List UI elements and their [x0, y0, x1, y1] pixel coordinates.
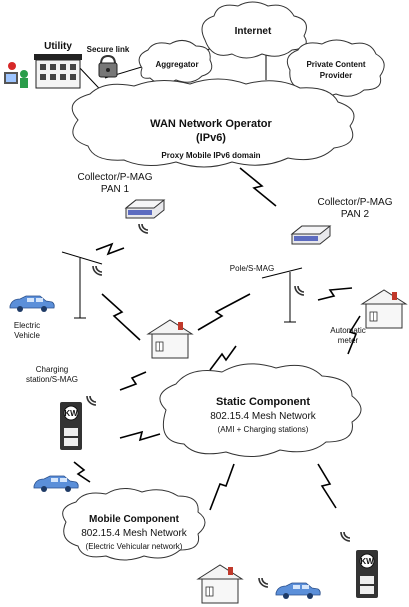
pole-left-waves: [92, 265, 103, 276]
static-label-1: Static Component: [216, 396, 310, 408]
meter-label-2: meter: [338, 336, 359, 345]
charging-label-1: Charging: [36, 365, 68, 374]
wan-label-1: WAN Network Operator: [150, 118, 272, 130]
internet-cloud: Internet: [201, 1, 307, 59]
ev-label-2: Vehicle: [14, 331, 40, 340]
collector-pan2: Collector/P-MAG PAN 2: [291, 197, 393, 245]
house-meter: [361, 289, 407, 329]
secure-link-label: Secure link: [87, 45, 130, 54]
wireless-links: [73, 167, 361, 511]
secure-link-icon: Secure link: [87, 45, 130, 78]
collector1-label-1: Collector/P-MAG: [77, 172, 152, 183]
aggregator-label: Aggregator: [155, 60, 198, 69]
private-content-label-2: Provider: [320, 71, 352, 80]
static-label-2: 802.15.4 Mesh Network: [210, 411, 317, 422]
internet-label: Internet: [235, 26, 272, 37]
collector2-label-2: PAN 2: [341, 209, 370, 220]
pole-left: [61, 251, 103, 319]
kw-label-left: KW: [64, 409, 78, 418]
charging-station-left: Charging station/S-MAG KW: [26, 365, 97, 451]
pole-smag: [261, 267, 303, 323]
wan-label-3: Proxy Mobile IPv6 domain: [161, 151, 260, 160]
static-component-cloud: Static Component 802.15.4 Mesh Network (…: [159, 363, 362, 457]
electric-vehicle: Electric Vehicle: [9, 295, 55, 340]
collector2-label-1: Collector/P-MAG: [317, 197, 392, 208]
utility-label: Utility: [44, 41, 72, 52]
private-content-label-1: Private Content: [306, 60, 365, 69]
car-bottom: [275, 582, 321, 600]
kw-label-right: KW: [360, 557, 374, 566]
aggregator-cloud: Aggregator: [138, 40, 213, 84]
collector1-label-2: PAN 1: [101, 184, 130, 195]
house-bottom-waves: [258, 577, 269, 588]
user-computer-icon: [4, 62, 28, 88]
wan-cloud: WAN Network Operator (IPv6) Proxy Mobile…: [71, 78, 355, 168]
car-left: [33, 475, 79, 493]
mobile-label-1: Mobile Component: [89, 514, 180, 525]
utility-building: Utility: [34, 41, 82, 89]
wan-label-2: (IPv6): [196, 132, 226, 144]
mobile-label-2: 802.15.4 Mesh Network: [81, 528, 188, 539]
static-label-3: (AMI + Charging stations): [218, 425, 309, 434]
pole-smag-waves: [294, 285, 305, 296]
mobile-component-cloud: Mobile Component 802.15.4 Mesh Network (…: [62, 488, 206, 561]
meter-label-1: Automatic: [330, 326, 366, 335]
private-content-cloud: Private Content Provider: [286, 39, 385, 97]
house-bottom: [197, 564, 243, 604]
ev-label-1: Electric: [14, 321, 40, 330]
charging-label-2: station/S-MAG: [26, 375, 78, 384]
charging-station-right: KW: [340, 531, 379, 599]
collector-pan1: Collector/P-MAG PAN 1: [77, 172, 165, 234]
pole-label: Pole/S-MAG: [230, 264, 274, 273]
mobile-label-3: (Electric Vehicular network): [86, 542, 183, 551]
house-center: [147, 319, 193, 359]
